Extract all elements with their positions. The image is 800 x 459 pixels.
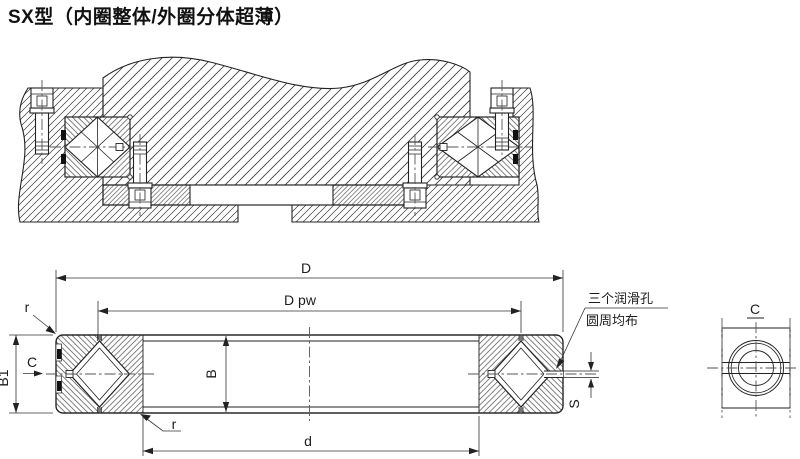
right-bearing-section <box>428 114 532 180</box>
dim-label-Dpw: D pw <box>284 292 317 308</box>
bolt-top-right <box>489 80 515 160</box>
dimensioned-section-view: D D pw d B B1 C r r S 三个润滑孔 圆周均布 <box>0 260 668 456</box>
dim-label-D: D <box>301 260 311 276</box>
dim-label-B: B <box>203 369 219 378</box>
spacer-square <box>115 143 124 151</box>
dim-label-B1: B1 <box>0 369 11 386</box>
spacer-square <box>439 143 448 151</box>
radius-label-bottom: r <box>172 416 177 432</box>
seal-mark <box>57 381 62 391</box>
page-title: SX型（内圈整体/外圈分体超薄） <box>8 7 294 28</box>
bolt-bottom-left <box>127 134 153 216</box>
seal-mark <box>61 130 66 140</box>
radius-label-top: r <box>25 299 30 315</box>
bolt-bottom-right <box>402 134 428 216</box>
left-bearing-section <box>50 114 145 180</box>
view-label-C: C <box>750 301 760 317</box>
bolt-top-left <box>29 80 55 164</box>
section-c-view: C <box>707 301 799 418</box>
lube-note-line2: 圆周均布 <box>586 313 638 328</box>
seal-mark <box>61 154 66 164</box>
roller-diamond <box>490 340 552 408</box>
seal-mark <box>57 349 62 359</box>
section-arrow-label-C: C <box>27 354 37 370</box>
turntable-mass <box>102 56 471 186</box>
dim-label-S: S <box>566 399 582 408</box>
dim-label-d: d <box>304 433 312 449</box>
seal-mark <box>513 130 518 140</box>
dimension-arrowheads <box>12 274 594 455</box>
roller-diamond <box>68 340 131 408</box>
assembly-section-view <box>17 56 540 223</box>
lube-note-line1: 三个润滑孔 <box>588 291 653 306</box>
seal-mark <box>513 154 518 164</box>
